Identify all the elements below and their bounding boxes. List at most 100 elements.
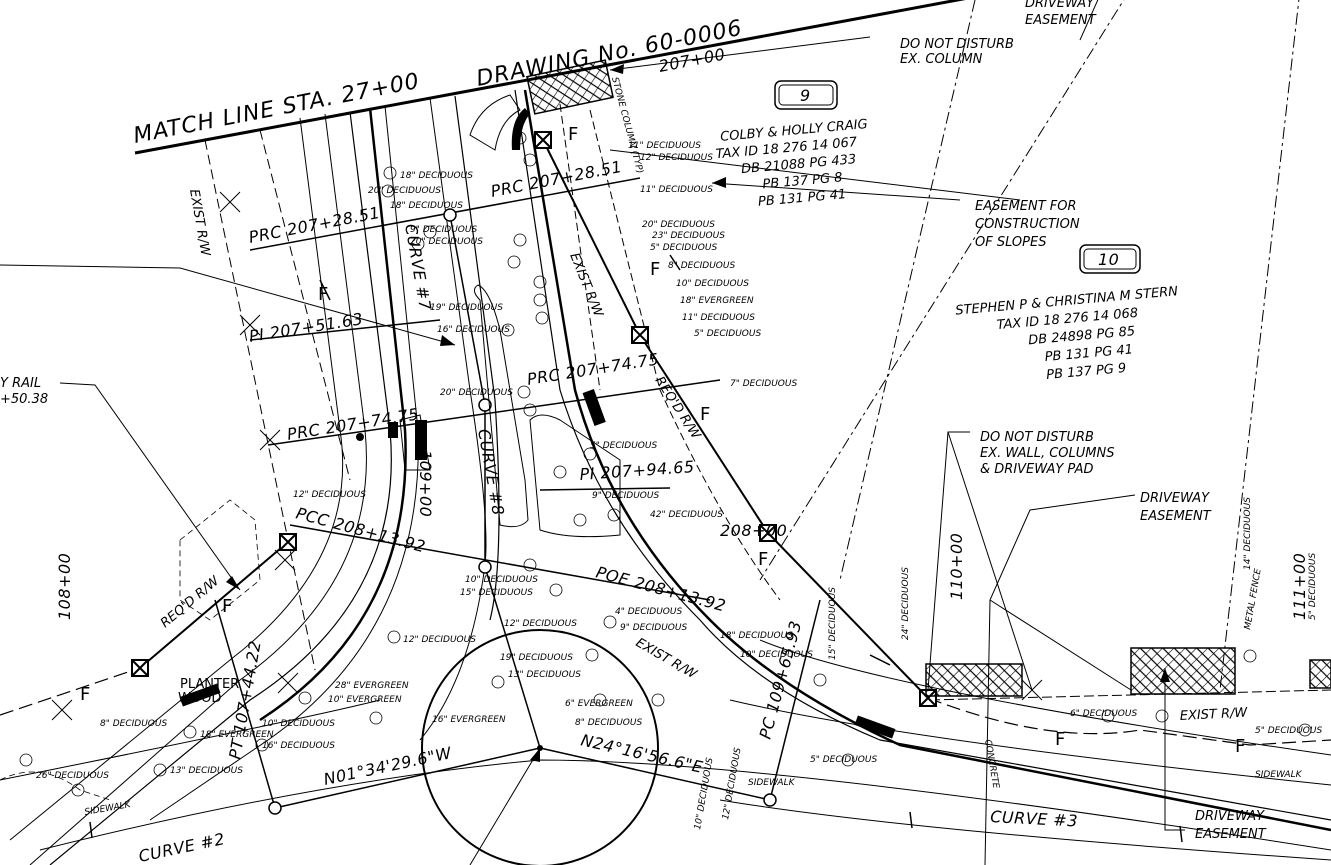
reqd-rw-label-b: REQ'D R/W [158,573,223,631]
svg-text:20" DECIDUOUS: 20" DECIDUOUS [642,220,715,230]
exist-rw-right-label: EXIST R/W [1179,705,1248,724]
station-208: 208+00 [720,521,787,540]
bearing-2: N24°16'56.6"E [579,730,705,777]
station-prc-2: PRC 207+28.51 [489,157,623,201]
road-lines [0,89,1331,865]
reqd-rw-lines [139,139,929,699]
curve-3-label: CURVE #3 [990,807,1079,831]
exist-rw-low-label: EXIST R/W [633,635,700,682]
svg-text:5" DECIDUOUS: 5" DECIDUOUS [1255,726,1322,736]
svg-text:13" DECIDUOUS: 13" DECIDUOUS [170,766,243,776]
svg-text:OF SLOPES: OF SLOPES [975,235,1046,250]
svg-text:F: F [1235,736,1245,757]
parcel-10-box [1079,244,1141,274]
svg-text:9" DECIDUOUS: 9" DECIDUOUS [620,623,687,633]
svg-text:8" DECIDUOUS: 8" DECIDUOUS [100,719,167,729]
note-do-not-disturb-wall: DO NOT DISTURB EX. WALL, COLUMNS & DRIVE… [980,430,1115,477]
svg-text:DO NOT DISTURB: DO NOT DISTURB [980,430,1094,445]
svg-text:EASEMENT: EASEMENT [1195,827,1267,842]
arrowheads [226,64,1170,762]
svg-text:10" DECIDUOUS: 10" DECIDUOUS [465,575,538,585]
parcel-9-number: 9 [800,86,811,105]
svg-text:PB 137 PG 9: PB 137 PG 9 [1046,361,1127,383]
exist-rw-left-lines [204,129,351,671]
metal-fence-label: METAL FENCE [1243,568,1264,631]
tree-symbols [19,131,1312,797]
svg-text:DRIVEWAY: DRIVEWAY [1025,0,1095,11]
svg-text:23" DECIDUOUS: 23" DECIDUOUS [652,231,725,241]
svg-text:16" DECIDUOUS: 16" DECIDUOUS [262,741,335,751]
station-109: 109+00 [416,450,435,517]
station-108: 108+00 [55,553,74,620]
sidewalk-2: SIDEWALK [748,778,796,788]
islands [399,94,621,538]
svg-text:EX. WALL, COLUMNS: EX. WALL, COLUMNS [980,446,1115,461]
svg-text:12" DECIDUOUS: 12" DECIDUOUS [504,619,577,629]
station-prc-4: PRC 207+74.75 [526,349,661,389]
svg-text:5" DECIDUOUS: 5" DECIDUOUS [810,755,877,765]
svg-text:20" DECIDUOUS: 20" DECIDUOUS [440,388,513,398]
control-points [268,208,777,815]
svg-text:DO NOT DISTURB: DO NOT DISTURB [900,37,1014,52]
cul-de-sac [421,629,659,865]
svg-text:10" EVERGREEN: 10" EVERGREEN [328,695,402,705]
svg-text:F: F [568,124,578,145]
svg-text:6" DECIDUOUS: 6" DECIDUOUS [1070,709,1137,719]
walls [179,108,896,739]
svg-text:20" DECIDUOUS: 20" DECIDUOUS [368,186,441,196]
parcel-10-info: STEPHEN P & CHRISTINA M STERN TAX ID 18 … [955,284,1179,383]
parcel-10-number: 10 [1098,250,1119,269]
station-pi-2: PI 207+94.65 [579,457,695,484]
svg-text:EASEMENT FOR: EASEMENT FOR [975,199,1077,214]
svg-text:DRIVEWAY: DRIVEWAY [1195,809,1265,824]
svg-text:12" DECIDUOUS: 12" DECIDUOUS [640,153,713,163]
svg-text:24" DECIDUOUS: 24" DECIDUOUS [901,567,911,640]
svg-text:16" EVERGREEN: 16" EVERGREEN [432,715,506,725]
exist-rw-left-label: EXIST R/W [186,188,213,258]
svg-text:5" DECIDUOUS: 5" DECIDUOUS [650,243,717,253]
svg-text:16" DECIDUOUS: 16" DECIDUOUS [437,325,510,335]
reqd-rw-label-a: REQ'D R/W [652,374,704,443]
svg-text:15" DECIDUOUS: 15" DECIDUOUS [828,587,838,660]
svg-text:DRIVEWAY: DRIVEWAY [1140,491,1210,506]
svg-text:18" EVERGREEN: 18" EVERGREEN [200,730,274,740]
station-111: 111+00 [1290,553,1309,620]
svg-text:EASEMENT: EASEMENT [1025,13,1097,28]
svg-text:F: F [758,549,768,570]
exist-rw-mid-label: EXIST R/W [566,251,606,320]
svg-text:19" DECIDUOUS: 19" DECIDUOUS [500,653,573,663]
note-easement-slopes: EASEMENT FOR CONSTRUCTION OF SLOPES [975,199,1080,250]
rw-monuments [131,131,937,707]
note-driveway-easement-mid: DRIVEWAY EASEMENT [1140,491,1212,524]
svg-text:5" DECIDUOUS: 5" DECIDUOUS [694,329,761,339]
svg-text:F: F [318,284,328,305]
svg-text:9" DECIDUOUS: 9" DECIDUOUS [592,491,659,501]
existing-x-marks [51,191,1043,721]
station-110: 110+00 [947,533,966,600]
svg-text:PB 137 PG 8: PB 137 PG 8 [762,170,843,192]
svg-text:6" EVERGREEN: 6" EVERGREEN [565,699,633,709]
curve-8-label: CURVE #8 [474,427,508,517]
svg-text:18" DECIDUOUS: 18" DECIDUOUS [720,631,793,641]
wood-label: WOOD [178,691,221,706]
station-pi-1: PI 207+51.63 [248,309,365,346]
svg-text:20" DECIDUOUS: 20" DECIDUOUS [410,237,483,247]
svg-text:18" EVERGREEN: 18" EVERGREEN [680,296,754,306]
planter-label: PLANTER [180,677,239,692]
svg-text:11" DECIDUOUS: 11" DECIDUOUS [640,185,713,195]
svg-text:4" DECIDUOUS: 4" DECIDUOUS [615,607,682,617]
svg-text:10" DECIDUOUS: 10" DECIDUOUS [262,719,335,729]
note-do-not-disturb-column: DO NOT DISTURB EX. COLUMN [900,37,1014,67]
svg-text:5" DECIDUOUS: 5" DECIDUOUS [590,441,657,451]
svg-text:18" DECIDUOUS: 18" DECIDUOUS [390,201,463,211]
svg-text:F: F [222,596,232,617]
parcel-9-info: COLBY & HOLLY CRAIG TAX ID 18 276 14 067… [715,117,868,210]
svg-text:12" DECIDUOUS: 12" DECIDUOUS [403,635,476,645]
tree-labels: 11" DECIDUOUS 12" DECIDUOUS 11" DECIDUOU… [36,141,1322,831]
svg-text:15" DECIDUOUS: 15" DECIDUOUS [460,588,533,598]
svg-text:18" DECIDUOUS: 18" DECIDUOUS [400,171,473,181]
leaders [0,0,1185,865]
station-prc-3: PRC 207+74.75 [286,404,421,444]
